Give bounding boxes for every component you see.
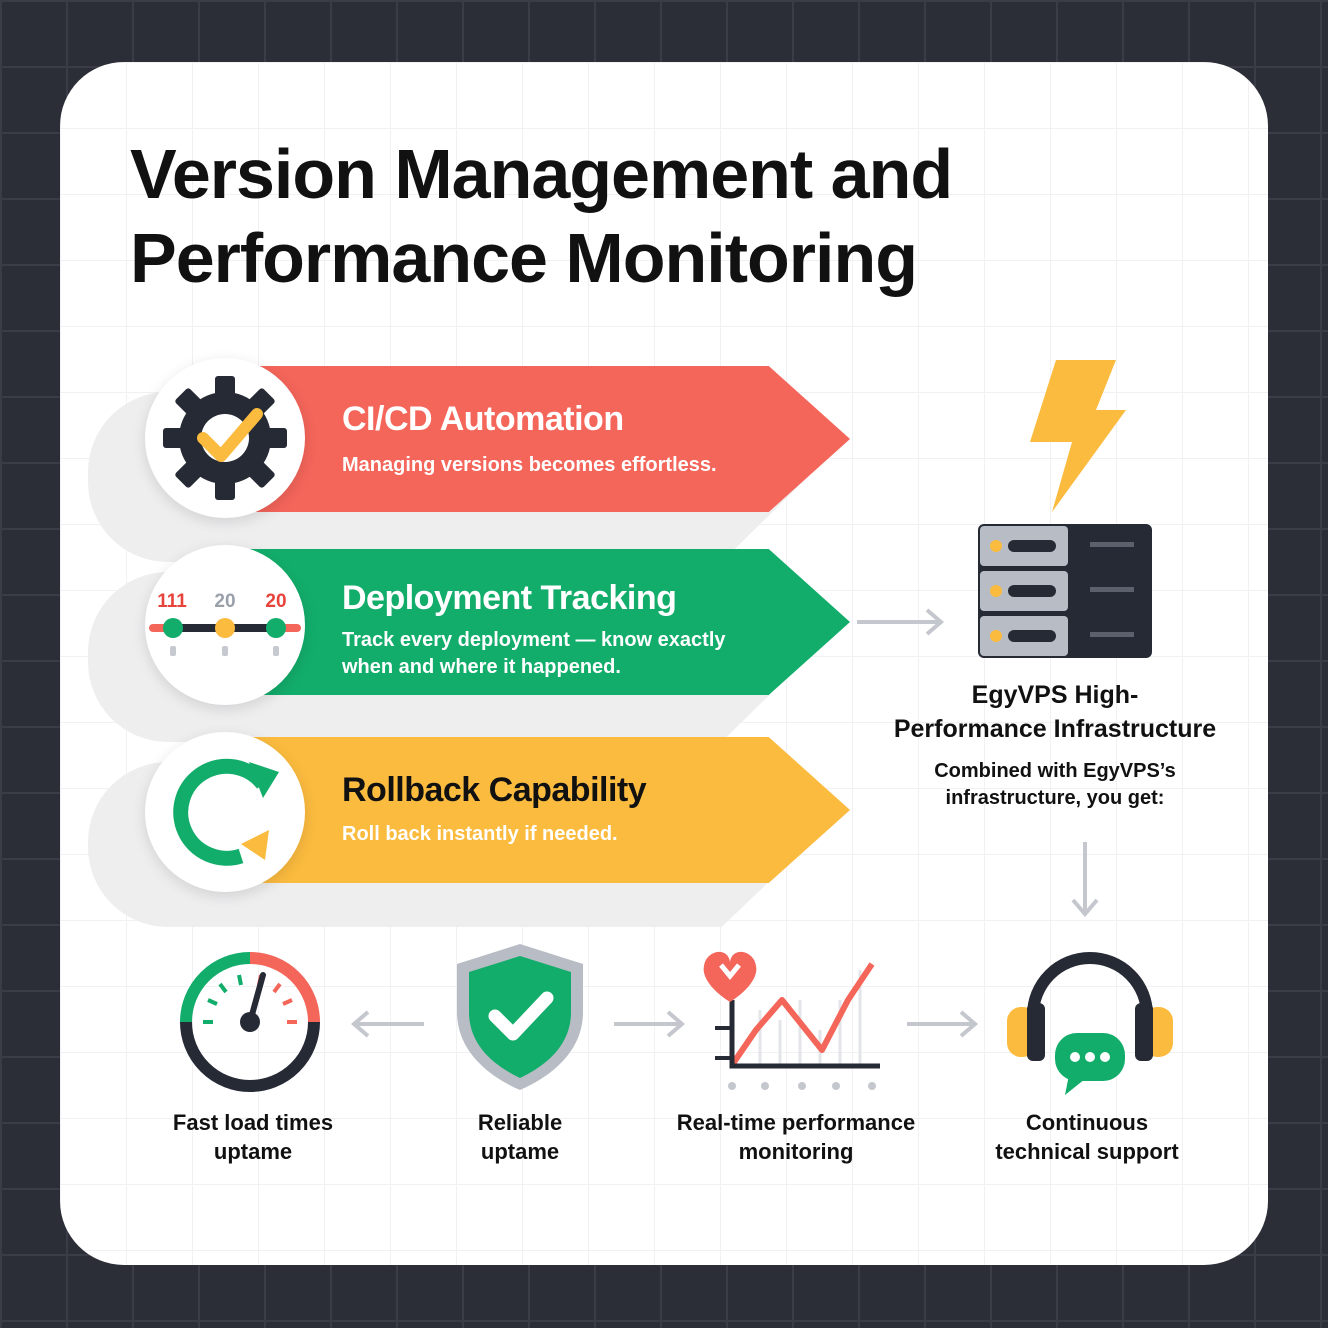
- arrow-down-icon: [1071, 842, 1099, 918]
- server-icon: [978, 524, 1152, 658]
- feature-deployment-tracking: Deployment Tracking Track every deployme…: [225, 549, 850, 695]
- arrow-left-icon: [350, 1010, 424, 1038]
- feature-title: CI/CD Automation: [342, 400, 624, 438]
- gear-check-icon: [145, 358, 305, 518]
- timeline-icon: 111 20 20: [145, 545, 305, 705]
- speedometer-icon: [180, 952, 320, 1092]
- infra-title: EgyVPS High-Performance Infrastructure: [893, 681, 1217, 743]
- timeline-label: 20: [214, 591, 235, 612]
- lightning-icon: [1030, 360, 1126, 512]
- feature-desc: Roll back instantly if needed.: [342, 823, 618, 845]
- arrow-right-icon: [907, 1010, 979, 1038]
- shield-check-icon: [457, 944, 583, 1090]
- feature-title: Deployment Tracking: [342, 579, 677, 617]
- arrow-right-icon: [857, 608, 945, 636]
- feature-title: Rollback Capability: [342, 771, 647, 809]
- line-chart-icon: [703, 951, 880, 1090]
- rollback-arrows-icon: [145, 732, 305, 892]
- arrow-right-icon: [614, 1010, 686, 1038]
- feature-cicd: CI/CD Automation Managing versions becom…: [225, 366, 850, 512]
- feature-rollback: Rollback Capability Roll back instantly …: [225, 737, 850, 883]
- infra-text-group: EgyVPS High-Performance Infrastructure C…: [845, 678, 1265, 812]
- timeline-label: 20: [265, 591, 286, 612]
- feature-desc: Managing versions becomes effortless.: [342, 454, 717, 476]
- headset-icon: [1007, 952, 1173, 1095]
- timeline-label: 111: [157, 591, 187, 612]
